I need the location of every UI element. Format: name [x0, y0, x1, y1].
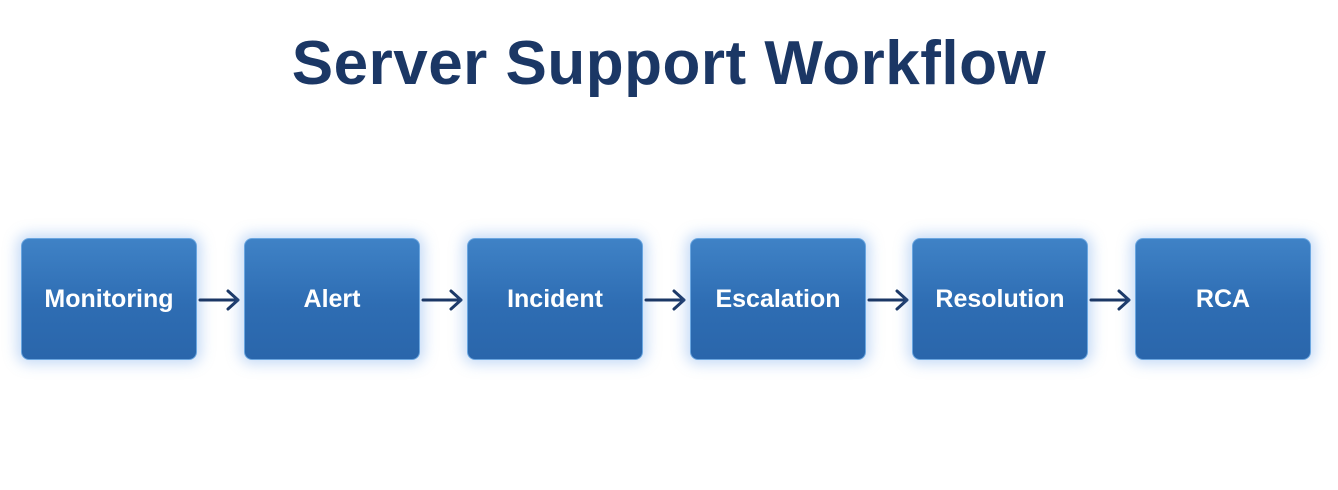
- arrow-right-icon: [644, 289, 686, 311]
- step-resolution: Resolution: [912, 238, 1088, 360]
- step-alert: Alert: [244, 238, 420, 360]
- step-rca: RCA: [1135, 238, 1311, 360]
- arrow-right-icon: [867, 289, 909, 311]
- arrow-right-icon: [421, 289, 463, 311]
- arrow-right-icon: [1089, 289, 1131, 311]
- arrow-right-icon: [198, 289, 240, 311]
- step-incident: Incident: [467, 238, 643, 360]
- step-escalation: Escalation: [690, 238, 866, 360]
- step-monitoring: Monitoring: [21, 238, 197, 360]
- diagram-title: Server Support Workflow: [291, 29, 1047, 98]
